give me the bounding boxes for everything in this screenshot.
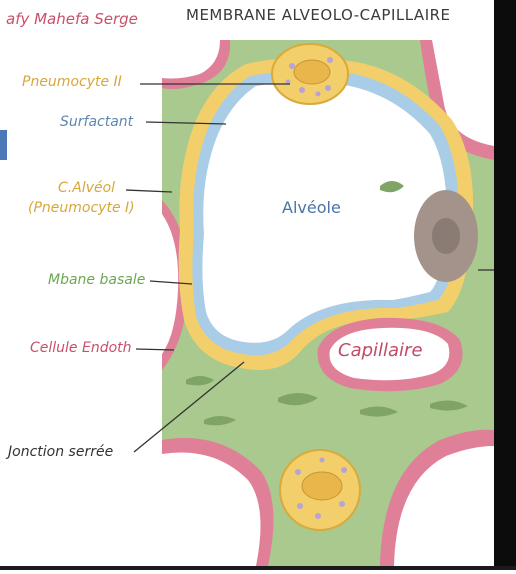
screen-edge-right	[494, 0, 516, 570]
capillary-bottom-left-lumen	[162, 452, 261, 566]
author-credit: afy Mahefa Serge	[6, 10, 138, 28]
capillary-bottom-right-lumen	[394, 446, 494, 566]
label-membrane-basale: Mbane basale	[48, 272, 146, 288]
label-pneumocyte-i: (Pneumocyte I)	[28, 200, 135, 216]
leader-jonction-serree	[133, 361, 245, 453]
label-surfactant: Surfactant	[60, 114, 134, 130]
label-alveole: Alvéole	[282, 198, 341, 217]
pneumocyte-ii-bottom-nucleus	[301, 471, 343, 501]
leader-cellule-endoth	[135, 348, 175, 351]
capillary-top-left-lumen	[162, 40, 220, 79]
leader-mbane-basale	[149, 280, 193, 285]
pneumocyte-ii-top-nucleus	[293, 59, 331, 85]
capillary-left-lumen	[162, 214, 179, 354]
interstitial-fibers	[186, 181, 468, 426]
leader-calveol	[125, 189, 173, 193]
label-capillaire: Capillaire	[338, 340, 423, 361]
label-jonction-serree: Jonction serrée	[8, 444, 114, 460]
alveolar-macrophage	[414, 190, 478, 282]
label-pneumocyte-ii: Pneumocyte II	[22, 74, 122, 90]
lamellar-bodies-top	[285, 57, 333, 97]
screen-edge-bottom	[0, 566, 516, 570]
label-calveol: C.Alvéol	[58, 180, 116, 196]
alveolus-air-space	[202, 82, 447, 343]
leader-lines	[125, 83, 494, 453]
lamellar-bodies-bottom	[295, 457, 347, 519]
leader-surfactant	[145, 121, 227, 125]
label-cellule-endoth: Cellule Endoth	[30, 340, 132, 356]
capillary-top-right-lumen	[432, 40, 494, 146]
central-capillary-lumen	[329, 327, 450, 381]
diagram-title: MEMBRANE ALVEOLO-CAPILLAIRE	[186, 6, 451, 24]
side-tab-marker	[0, 130, 7, 160]
